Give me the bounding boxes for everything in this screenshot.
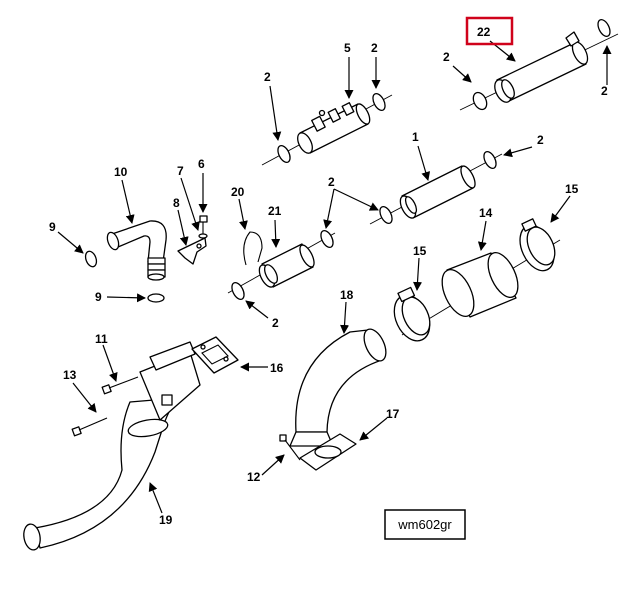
- callout-2: 2: [537, 133, 544, 147]
- callout-2: 2: [371, 41, 378, 55]
- part-22-tube: [459, 31, 619, 111]
- callout-16: 16: [270, 361, 284, 375]
- part-7-washer: [198, 233, 208, 239]
- o-ring-9-bottom: [147, 293, 165, 303]
- callout-22: 22: [477, 25, 491, 39]
- o-ring-9-top: [84, 250, 98, 268]
- callout-21: 21: [268, 204, 282, 218]
- part-5-sensor-tube: [261, 94, 393, 166]
- callout-8: 8: [173, 196, 180, 210]
- part-12-bolt: [279, 434, 301, 461]
- callout-2: 2: [328, 175, 335, 189]
- reference-code-box: [384, 509, 466, 540]
- callout-7: 7: [177, 164, 184, 178]
- part-15-clamp-left: [393, 286, 431, 342]
- part-21-tube: [227, 232, 336, 294]
- part-15-clamp-right: [519, 218, 556, 272]
- part-10-elbow: [106, 220, 167, 281]
- callout-15: 15: [565, 182, 579, 196]
- reference-code: wm602gr: [397, 517, 452, 532]
- callout-22-highlight: [465, 16, 514, 46]
- callout-2: 2: [601, 84, 608, 98]
- callout-13: 13: [63, 368, 77, 382]
- callout-1: 1: [412, 130, 419, 144]
- o-ring-22-right: [597, 18, 611, 38]
- callout-5: 5: [344, 41, 351, 55]
- o-ring-22-left: [472, 91, 488, 111]
- callout-2: 2: [272, 316, 279, 330]
- callout-17: 17: [386, 407, 400, 421]
- o-ring-21-right: [320, 230, 334, 248]
- part-1-tube: [369, 153, 503, 225]
- callout-9: 9: [49, 220, 56, 234]
- o-ring-21-left: [231, 282, 245, 300]
- part-17-flange-gasket: [299, 433, 357, 471]
- callout-14: 14: [479, 206, 493, 220]
- o-ring-1-left: [379, 206, 393, 224]
- o-ring-5-right: [372, 93, 386, 111]
- callout-11: 11: [95, 332, 108, 346]
- callout-12: 12: [247, 470, 261, 484]
- leader-lines: [57, 40, 612, 514]
- callout-10: 10: [114, 165, 128, 179]
- part-13-bolt: [71, 417, 108, 437]
- part-14-hose: [401, 239, 561, 336]
- part-11-bolt: [101, 376, 139, 395]
- o-ring-5-left: [277, 145, 291, 163]
- part-19-elbow: [23, 341, 201, 551]
- callout-15: 15: [413, 244, 427, 258]
- callout-9: 9: [95, 290, 102, 304]
- callout-2: 2: [264, 70, 271, 84]
- callout-6: 6: [198, 157, 205, 171]
- part-16-gasket: [191, 336, 239, 374]
- callout-18: 18: [340, 288, 354, 302]
- part-6-screw: [199, 215, 208, 234]
- part-8-bracket: [177, 237, 207, 265]
- part-20-retaining-clip: [243, 231, 263, 266]
- o-ring-1-right: [483, 151, 497, 169]
- part-18-elbow: [289, 328, 387, 447]
- callout-20: 20: [231, 185, 245, 199]
- callout-19: 19: [159, 513, 173, 527]
- callout-2: 2: [443, 50, 450, 64]
